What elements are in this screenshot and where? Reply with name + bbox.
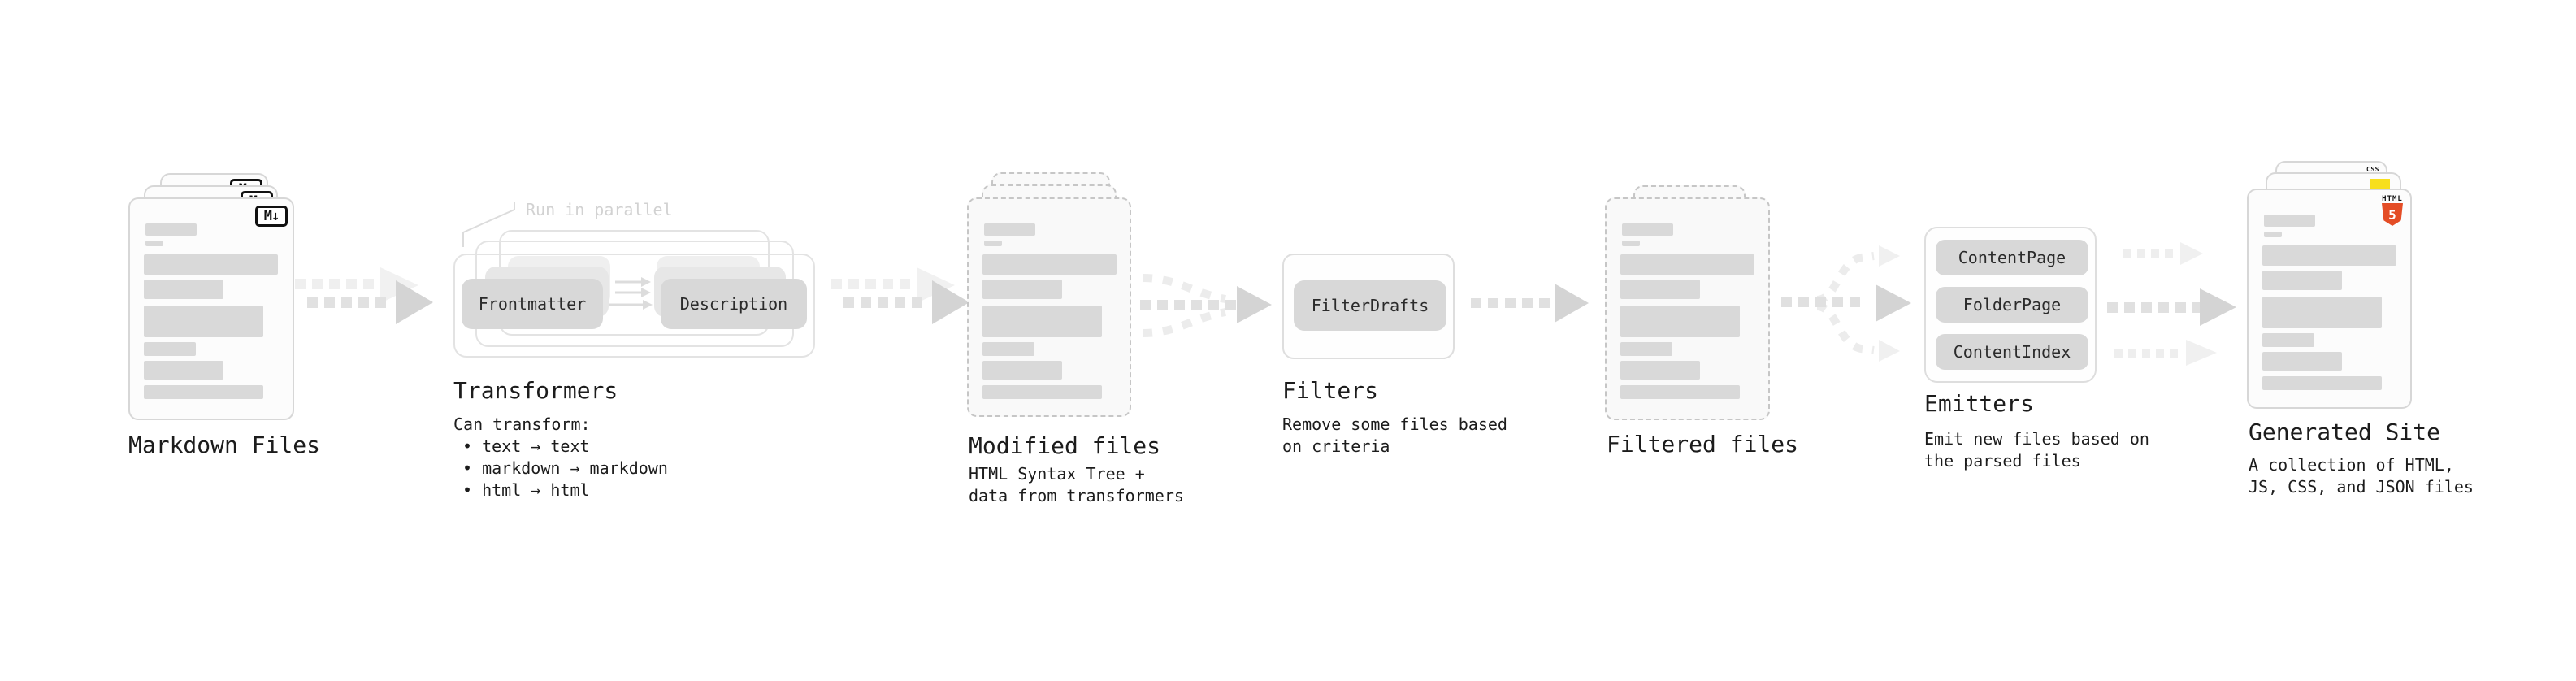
- arrow-transformers-to-modified: [831, 267, 969, 324]
- stage-label-modified-files: Modified files: [969, 432, 1161, 459]
- stage-label-emitters: Emitters: [1924, 390, 2034, 417]
- transformers-bullet: • text → text: [462, 436, 590, 456]
- filterdrafts-pill: FilterDrafts: [1294, 280, 1446, 331]
- markdown-file-card-front: M↓: [128, 197, 294, 420]
- description-pill: Description: [661, 279, 807, 329]
- modified-files-description: HTML Syntax Tree + data from transformer…: [969, 464, 1184, 505]
- filtered-file-card-front: [1605, 197, 1770, 420]
- text-placeholder-bar: [1620, 280, 1700, 299]
- text-placeholder-bar: [1620, 361, 1700, 380]
- text-placeholder-bar: [144, 254, 278, 275]
- transformers-desc-title: Can transform:: [453, 414, 591, 434]
- text-placeholder-bar: [982, 254, 1117, 275]
- generated-site-description: A collection of HTML, JS, CSS, and JSON …: [2249, 455, 2474, 497]
- text-placeholder-bar: [2262, 333, 2314, 347]
- stage-label-filtered-files: Filtered files: [1607, 431, 1799, 458]
- run-in-parallel-annotation: Run in parallel: [526, 200, 673, 219]
- arrow-modified-to-filters-merge: [1140, 274, 1272, 337]
- text-placeholder-bar: [1620, 342, 1672, 356]
- stage-transformers: Frontmatter Description: [453, 230, 819, 360]
- text-placeholder-bar: [2262, 271, 2342, 290]
- modified-file-card-front: [967, 197, 1131, 417]
- js-file-icon: [2370, 179, 2390, 189]
- text-placeholder-bar: [1622, 223, 1673, 236]
- frontmatter-pill: Frontmatter: [462, 279, 603, 329]
- transformers-bullet: • markdown → markdown: [462, 458, 668, 478]
- emitters-panel: ContentPage FolderPage ContentIndex: [1924, 227, 2097, 383]
- text-placeholder-bar: [1622, 241, 1640, 246]
- contentindex-pill: ContentIndex: [1936, 334, 2088, 370]
- transformer-run-outline-front: [453, 254, 815, 358]
- text-placeholder-bar: [984, 241, 1002, 246]
- arrow-filters-to-filtered: [1471, 284, 1589, 323]
- arrow-filtered-to-emitters-split: [1781, 245, 1911, 362]
- text-placeholder-bar: [144, 385, 263, 399]
- text-placeholder-bar: [2262, 376, 2382, 390]
- html5-icon: HTML 5: [2382, 195, 2403, 226]
- emitters-description: Emit new files based on the parsed files: [1924, 429, 2149, 471]
- text-placeholder-bar: [2262, 352, 2342, 371]
- text-placeholder-bar: [2262, 245, 2396, 266]
- arrows-emitters-to-generated: [2107, 242, 2236, 366]
- text-placeholder-bar: [982, 385, 1102, 399]
- transformers-description: Can transform: • text → text • markdown …: [453, 414, 668, 501]
- stage-label-transformers: Transformers: [453, 377, 618, 404]
- stage-label-filters: Filters: [1282, 377, 1379, 404]
- transformers-bullet: • html → html: [462, 480, 590, 500]
- text-placeholder-bar: [1620, 306, 1740, 337]
- markdown-icon: M↓: [255, 206, 288, 227]
- folderpage-pill: FolderPage: [1936, 287, 2088, 323]
- arrow-markdown-to-transformers: [295, 267, 433, 324]
- text-placeholder-bar: [145, 223, 197, 236]
- text-placeholder-bar: [982, 280, 1062, 299]
- text-placeholder-bar: [2262, 297, 2382, 328]
- generated-file-card-front-html: HTML 5: [2247, 189, 2412, 409]
- text-placeholder-bar: [982, 342, 1034, 356]
- text-placeholder-bar: [982, 361, 1062, 380]
- text-placeholder-bar: [2264, 232, 2282, 237]
- run-in-parallel-callout-line: [462, 202, 515, 247]
- stage-label-markdown-files: Markdown Files: [128, 432, 321, 458]
- parallel-arrows-icon: [609, 277, 653, 310]
- text-placeholder-bar: [982, 306, 1102, 337]
- text-placeholder-bar: [1620, 254, 1754, 275]
- text-placeholder-bar: [144, 342, 196, 356]
- text-placeholder-bar: [144, 306, 263, 337]
- filters-panel: FilterDrafts: [1282, 254, 1455, 359]
- contentpage-pill: ContentPage: [1936, 240, 2088, 275]
- text-placeholder-bar: [984, 223, 1035, 236]
- text-placeholder-bar: [144, 361, 223, 380]
- text-placeholder-bar: [144, 280, 223, 299]
- filters-description: Remove some files based on criteria: [1282, 414, 1507, 456]
- stage-label-generated-site: Generated Site: [2249, 419, 2441, 445]
- text-placeholder-bar: [145, 241, 163, 246]
- text-placeholder-bar: [1620, 385, 1740, 399]
- text-placeholder-bar: [2264, 215, 2315, 227]
